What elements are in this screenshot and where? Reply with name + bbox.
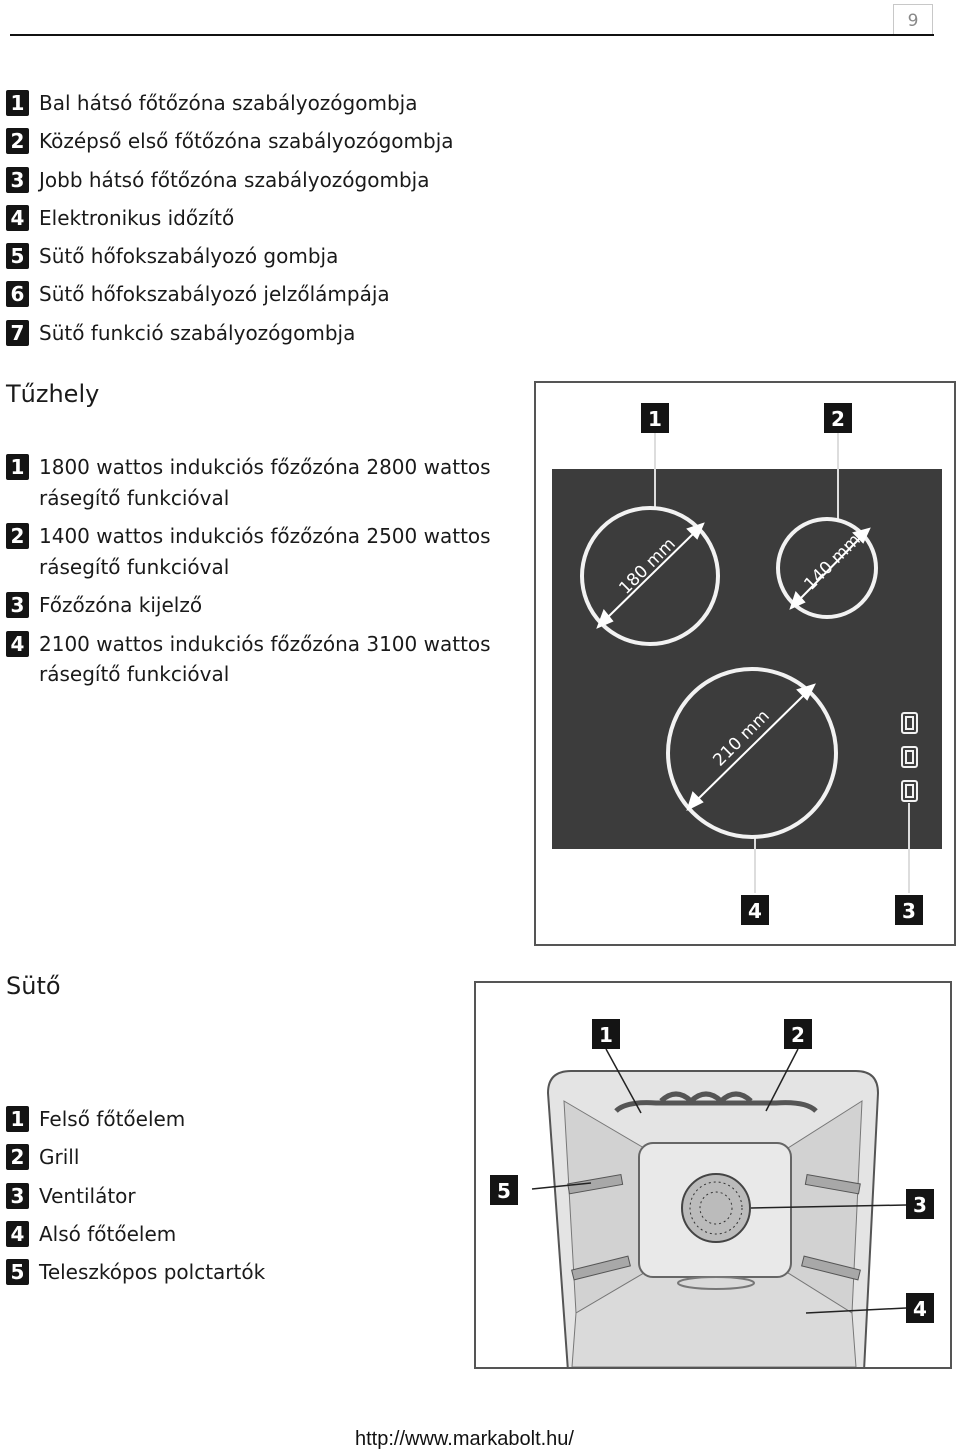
footer-url[interactable]: http://www.markabolt.hu/ bbox=[355, 1428, 574, 1450]
hob-callout-3: 3 bbox=[902, 899, 916, 923]
list-item-text: Középső első főtőzóna szabályozógombja bbox=[39, 129, 454, 154]
list-item-text: 2100 wattos indukciós főzőzóna 3100 watt… bbox=[39, 631, 491, 687]
number-badge: 3 bbox=[6, 1182, 29, 1209]
oven-callout-5: 5 bbox=[497, 1179, 511, 1203]
number-badge: 2 bbox=[6, 523, 29, 549]
list-item: 7 Sütő funkció szabályozógombja bbox=[6, 314, 454, 352]
oven-illustration: 1 2 3 4 5 bbox=[490, 1019, 934, 1372]
number-badge: 1 bbox=[6, 454, 29, 480]
number-badge: 3 bbox=[6, 592, 29, 618]
hob-illustration: 180 mm 140 mm 210 mm 1 2 3 4 bbox=[552, 403, 942, 925]
hob-callout-1: 1 bbox=[648, 407, 662, 431]
list-item: 1 1800 wattos indukciós főzőzóna 2800 wat… bbox=[6, 452, 539, 513]
number-badge: 1 bbox=[6, 90, 29, 116]
list-item-text: Sütő hőfokszabályozó jelzőlámpája bbox=[39, 282, 390, 307]
list-item: 4 Elektronikus időzítő bbox=[6, 199, 454, 237]
list-item-text: Jobb hátsó főtőzóna szabályozógombja bbox=[39, 167, 430, 192]
oven-callout-2: 2 bbox=[791, 1023, 805, 1047]
hob-heading: Tűzhely bbox=[6, 380, 100, 408]
oven-callout-4: 4 bbox=[913, 1297, 927, 1321]
hob-callout-2: 2 bbox=[831, 407, 845, 431]
hob-diagram: 180 mm 140 mm 210 mm 1 2 3 4 bbox=[534, 381, 956, 946]
list-item: 4 Alsó főtőelem bbox=[6, 1215, 265, 1253]
list-item-text: Sütő funkció szabályozógombja bbox=[39, 320, 356, 345]
list-item: 5 Sütő hőfokszabályozó gombja bbox=[6, 237, 454, 275]
hob-callout-4: 4 bbox=[748, 899, 762, 923]
list-item-text: Főzőzóna kijelző bbox=[39, 593, 203, 617]
number-badge: 5 bbox=[6, 243, 29, 270]
oven-heading: Sütő bbox=[6, 972, 61, 1000]
number-badge: 4 bbox=[6, 630, 29, 657]
fan-cover bbox=[681, 1173, 751, 1243]
oven-list: 1 Felső főtőelem 2 Grill 3 Ventilátor 4 Alsó… bbox=[6, 1100, 265, 1291]
list-item: 1 Felső főtőelem bbox=[6, 1100, 265, 1138]
list-item: 3 Ventilátor bbox=[6, 1177, 265, 1215]
list-item: 3 Jobb hátsó főtőzóna szabályozógombja bbox=[6, 161, 454, 199]
list-item-text: Alsó főtőelem bbox=[39, 1221, 177, 1246]
number-badge: 7 bbox=[6, 319, 29, 346]
list-item-text: 1400 wattos indukciós főzőzóna 2500 watt… bbox=[39, 524, 491, 579]
page-number: 9 bbox=[893, 4, 933, 34]
top-heating-element bbox=[614, 1100, 818, 1113]
oven-callout-3: 3 bbox=[913, 1193, 927, 1217]
hob-list: 1 1800 wattos indukciós főzőzóna 2800 wat… bbox=[6, 452, 539, 698]
number-badge: 5 bbox=[6, 1259, 29, 1286]
list-item-text: Ventilátor bbox=[39, 1183, 136, 1208]
number-badge: 4 bbox=[6, 1220, 29, 1247]
list-item: 2 Középső első főtőzóna szabályozógombja bbox=[6, 122, 454, 160]
list-item-text: Grill bbox=[39, 1145, 80, 1170]
list-item: 4 2100 wattos indukciós főzőzóna 3100 wat… bbox=[6, 629, 539, 690]
oven-diagram: 1 2 3 4 5 bbox=[474, 981, 952, 1372]
bottom-heating-element bbox=[677, 1276, 755, 1290]
number-badge: 1 bbox=[6, 1106, 29, 1132]
list-item-text: Teleszkópos polctartók bbox=[39, 1260, 266, 1285]
list-item: 2 Grill bbox=[6, 1138, 265, 1176]
number-badge: 2 bbox=[6, 1144, 29, 1171]
list-item: 3 Főzőzóna kijelző bbox=[6, 590, 539, 621]
list-item: 2 1400 wattos indukciós főzőzóna 2500 wat… bbox=[6, 521, 539, 582]
number-badge: 3 bbox=[6, 166, 29, 193]
list-item-text: Felső főtőelem bbox=[39, 1107, 186, 1131]
number-badge: 4 bbox=[6, 204, 29, 231]
list-item-text: Bal hátsó főtőzóna szabályozógombja bbox=[39, 91, 418, 115]
controls-list: 1 Bal hátsó főtőzóna szabályozógombja 2 Kö… bbox=[6, 84, 454, 352]
list-item-text: Sütő hőfokszabályozó gombja bbox=[39, 244, 339, 269]
list-item: 1 Bal hátsó főtőzóna szabályozógombja bbox=[6, 84, 454, 122]
cooking-zone-2 bbox=[776, 517, 878, 619]
number-badge: 6 bbox=[6, 281, 29, 308]
list-item-text: 1800 wattos indukciós főzőzóna 2800 watt… bbox=[39, 455, 491, 510]
zone-display-icons bbox=[901, 712, 918, 802]
list-item: 5 Teleszkópos polctartók bbox=[6, 1253, 265, 1291]
top-rule bbox=[10, 34, 934, 36]
oven-callout-1: 1 bbox=[599, 1023, 613, 1047]
list-item: 6 Sütő hőfokszabályozó jelzőlámpája bbox=[6, 275, 454, 313]
number-badge: 2 bbox=[6, 128, 29, 155]
cooking-zone-3 bbox=[666, 667, 838, 839]
list-item-text: Elektronikus időzítő bbox=[39, 205, 235, 230]
